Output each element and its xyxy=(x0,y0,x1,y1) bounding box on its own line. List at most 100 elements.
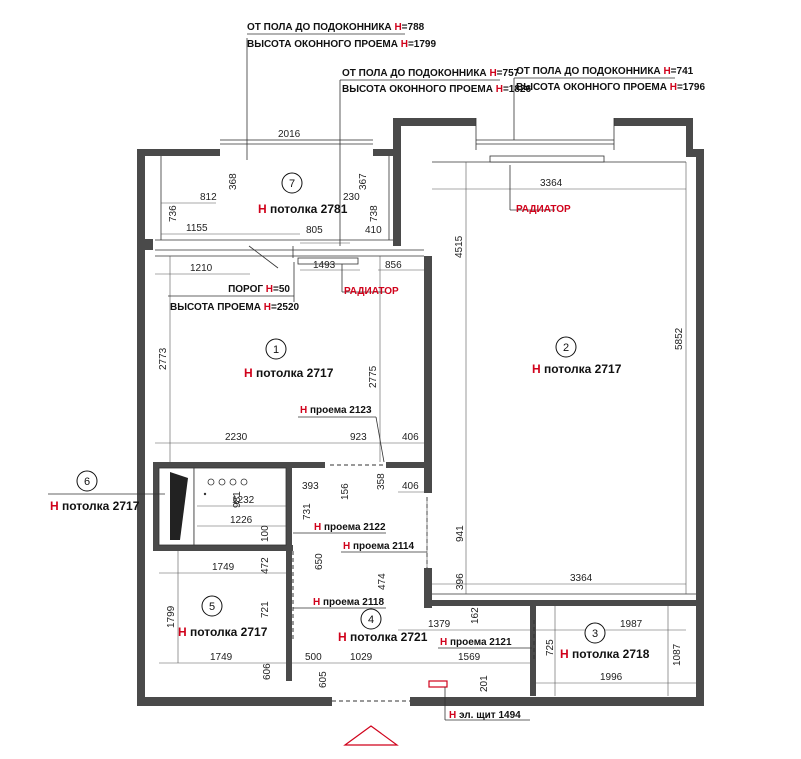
dim-label: 923 xyxy=(350,432,367,443)
window-note-line: ОТ ПОЛА ДО ПОДОКОННИКА xyxy=(247,22,394,33)
radiator-label: РАДИАТОР xyxy=(344,286,399,297)
room-number: 4 xyxy=(368,614,374,626)
svg-text:H потолка 2721: H потолка 2721 xyxy=(338,630,428,644)
room-ceiling-height: потолка 2718 xyxy=(569,647,650,661)
dim-label: 721 xyxy=(260,601,271,618)
dim-label: 1749 xyxy=(210,652,233,663)
hob-burner xyxy=(218,478,226,486)
electric-panel xyxy=(428,680,448,688)
threshold-note: ПОРОГ H=50 ВЫСОТА ПРОЕМА H=2520 xyxy=(168,262,300,313)
svg-text:ВЫСОТА ОКОННОГО ПРОЕМА H=1799: ВЫСОТА ОКОННОГО ПРОЕМА H=1799 xyxy=(247,39,436,50)
wc-wall-v xyxy=(530,606,536,696)
svg-text:ОТ ПОЛА ДО ПОДОКОННИКА H=741: ОТ ПОЛА ДО ПОДОКОННИКА H=741 xyxy=(516,66,694,77)
dim-label: 981 xyxy=(232,491,243,508)
dimension-labels: 2016 368 367 812 736 230 738 1155 805 41… xyxy=(158,129,685,692)
dim-label: 474 xyxy=(377,573,388,590)
dim-label: 738 xyxy=(369,205,380,222)
room-number: 5 xyxy=(209,601,215,613)
dim-label: 1987 xyxy=(620,619,643,630)
opening-height: проема 2121 xyxy=(447,637,512,648)
opening-height: проема 2122 xyxy=(321,522,386,533)
svg-text:H потолка 2718: H потолка 2718 xyxy=(560,647,650,661)
hob-burner xyxy=(240,478,248,486)
dim-label: 1379 xyxy=(428,619,451,630)
dim-label: 230 xyxy=(343,192,360,203)
dim-label: 1799 xyxy=(166,605,177,628)
dim-label: 396 xyxy=(455,573,466,590)
dim-label: 1996 xyxy=(600,672,623,683)
dim-label: 201 xyxy=(479,675,490,692)
partition-wall-2 xyxy=(424,465,432,493)
svg-text:H проема 2123: H проема 2123 xyxy=(300,405,372,416)
panel-note: H эл. щит 1494 xyxy=(444,687,530,721)
dim-label: 650 xyxy=(314,553,325,570)
svg-text:ПОРОГ H=50: ПОРОГ H=50 xyxy=(228,284,290,295)
hob-burner xyxy=(207,478,215,486)
shaft-wall xyxy=(153,462,159,547)
kitchen-wall-2 xyxy=(386,462,431,468)
opening-height: проема 2118 xyxy=(320,597,384,608)
dim-label: 805 xyxy=(306,225,323,236)
svg-text:ОТ ПОЛА ДО ПОДОКОННИКА H=757: ОТ ПОЛА ДО ПОДОКОННИКА H=757 xyxy=(342,68,520,79)
threshold-line: ПОРОГ xyxy=(228,284,266,295)
room-number-badge xyxy=(555,336,577,358)
dim-label: 731 xyxy=(302,503,313,520)
room-ceiling-height: потолка 2717 xyxy=(541,362,622,376)
partition-wall-3 xyxy=(424,568,432,608)
room-number-badge xyxy=(76,470,98,492)
svg-text:ОТ ПОЛА ДО ПОДОКОННИКА H=788: ОТ ПОЛА ДО ПОДОКОННИКА H=788 xyxy=(247,22,425,33)
dim-label: 1232 xyxy=(232,495,255,506)
threshold-line: ВЫСОТА ПРОЕМА xyxy=(170,302,264,313)
room-labels: 7 H потолка 2781 1 H потолка 2717 2 H по… xyxy=(48,172,650,661)
window-notes: ОТ ПОЛА ДО ПОДОКОННИКА H=788 ВЫСОТА ОКОН… xyxy=(246,22,705,246)
shaft-hatch xyxy=(170,472,188,540)
dim-label: 856 xyxy=(385,260,402,271)
room-number-badge xyxy=(201,595,223,617)
dim-label: 606 xyxy=(262,663,273,680)
dim-label: 472 xyxy=(260,557,271,574)
window-note-line: ОТ ПОЛА ДО ПОДОКОННИКА xyxy=(516,66,663,77)
dimension-lines xyxy=(155,139,696,696)
kitchen-wall xyxy=(153,462,325,468)
window-note-line: ВЫСОТА ОКОННОГО ПРОЕМА xyxy=(342,84,496,95)
radiator-labels: РАДИАТОР РАДИАТОР xyxy=(341,165,571,297)
opening-height: проема 2114 xyxy=(350,541,414,552)
radiator-label: РАДИАТОР xyxy=(516,204,571,215)
dim-label: 500 xyxy=(305,652,322,663)
panel-label: эл. щит 1494 xyxy=(456,710,521,721)
svg-text:H потолка 2717: H потолка 2717 xyxy=(178,625,268,639)
radiator-1 xyxy=(489,155,605,163)
dim-label: 2230 xyxy=(225,432,248,443)
dim-label: 358 xyxy=(376,473,387,490)
room-number-badge xyxy=(265,338,287,360)
dim-label: 2773 xyxy=(158,347,169,370)
dim-label: 1493 xyxy=(313,260,336,271)
window-note-line: ОТ ПОЛА ДО ПОДОКОННИКА xyxy=(342,68,489,79)
radiator-2 xyxy=(297,257,359,265)
dim-label: 736 xyxy=(168,205,179,222)
room-number: 7 xyxy=(289,178,295,190)
dim-label: 1210 xyxy=(190,263,213,274)
svg-text:H проема 2122: H проема 2122 xyxy=(314,522,386,533)
dim-label: 3364 xyxy=(540,178,563,189)
outer-wall-balcony-right xyxy=(373,118,476,246)
corridor-wall xyxy=(286,468,292,681)
kitchen-fixtures xyxy=(158,467,287,546)
wall-stub xyxy=(145,239,153,250)
room-ceiling-height: потолка 2717 xyxy=(187,625,268,639)
dim-label: 1226 xyxy=(230,515,253,526)
svg-text:H потолка 2781: H потолка 2781 xyxy=(258,202,348,216)
svg-text:H потолка 2717: H потолка 2717 xyxy=(244,366,334,380)
svg-text:H проема 2121: H проема 2121 xyxy=(440,637,512,648)
bath-wall xyxy=(153,545,293,551)
room-number-badge xyxy=(281,172,303,194)
kitchen-unit xyxy=(193,467,287,546)
entrance-marker xyxy=(343,725,399,746)
dim-label: 812 xyxy=(200,192,217,203)
svg-text:H проема 2118: H проема 2118 xyxy=(313,597,384,608)
dim-label: 1155 xyxy=(186,223,208,234)
dim-label: 2775 xyxy=(368,365,379,388)
svg-text:ВЫСОТА ОКОННОГО ПРОЕМА H=1826: ВЫСОТА ОКОННОГО ПРОЕМА H=1826 xyxy=(342,84,531,95)
dim-label: 1569 xyxy=(458,652,481,663)
